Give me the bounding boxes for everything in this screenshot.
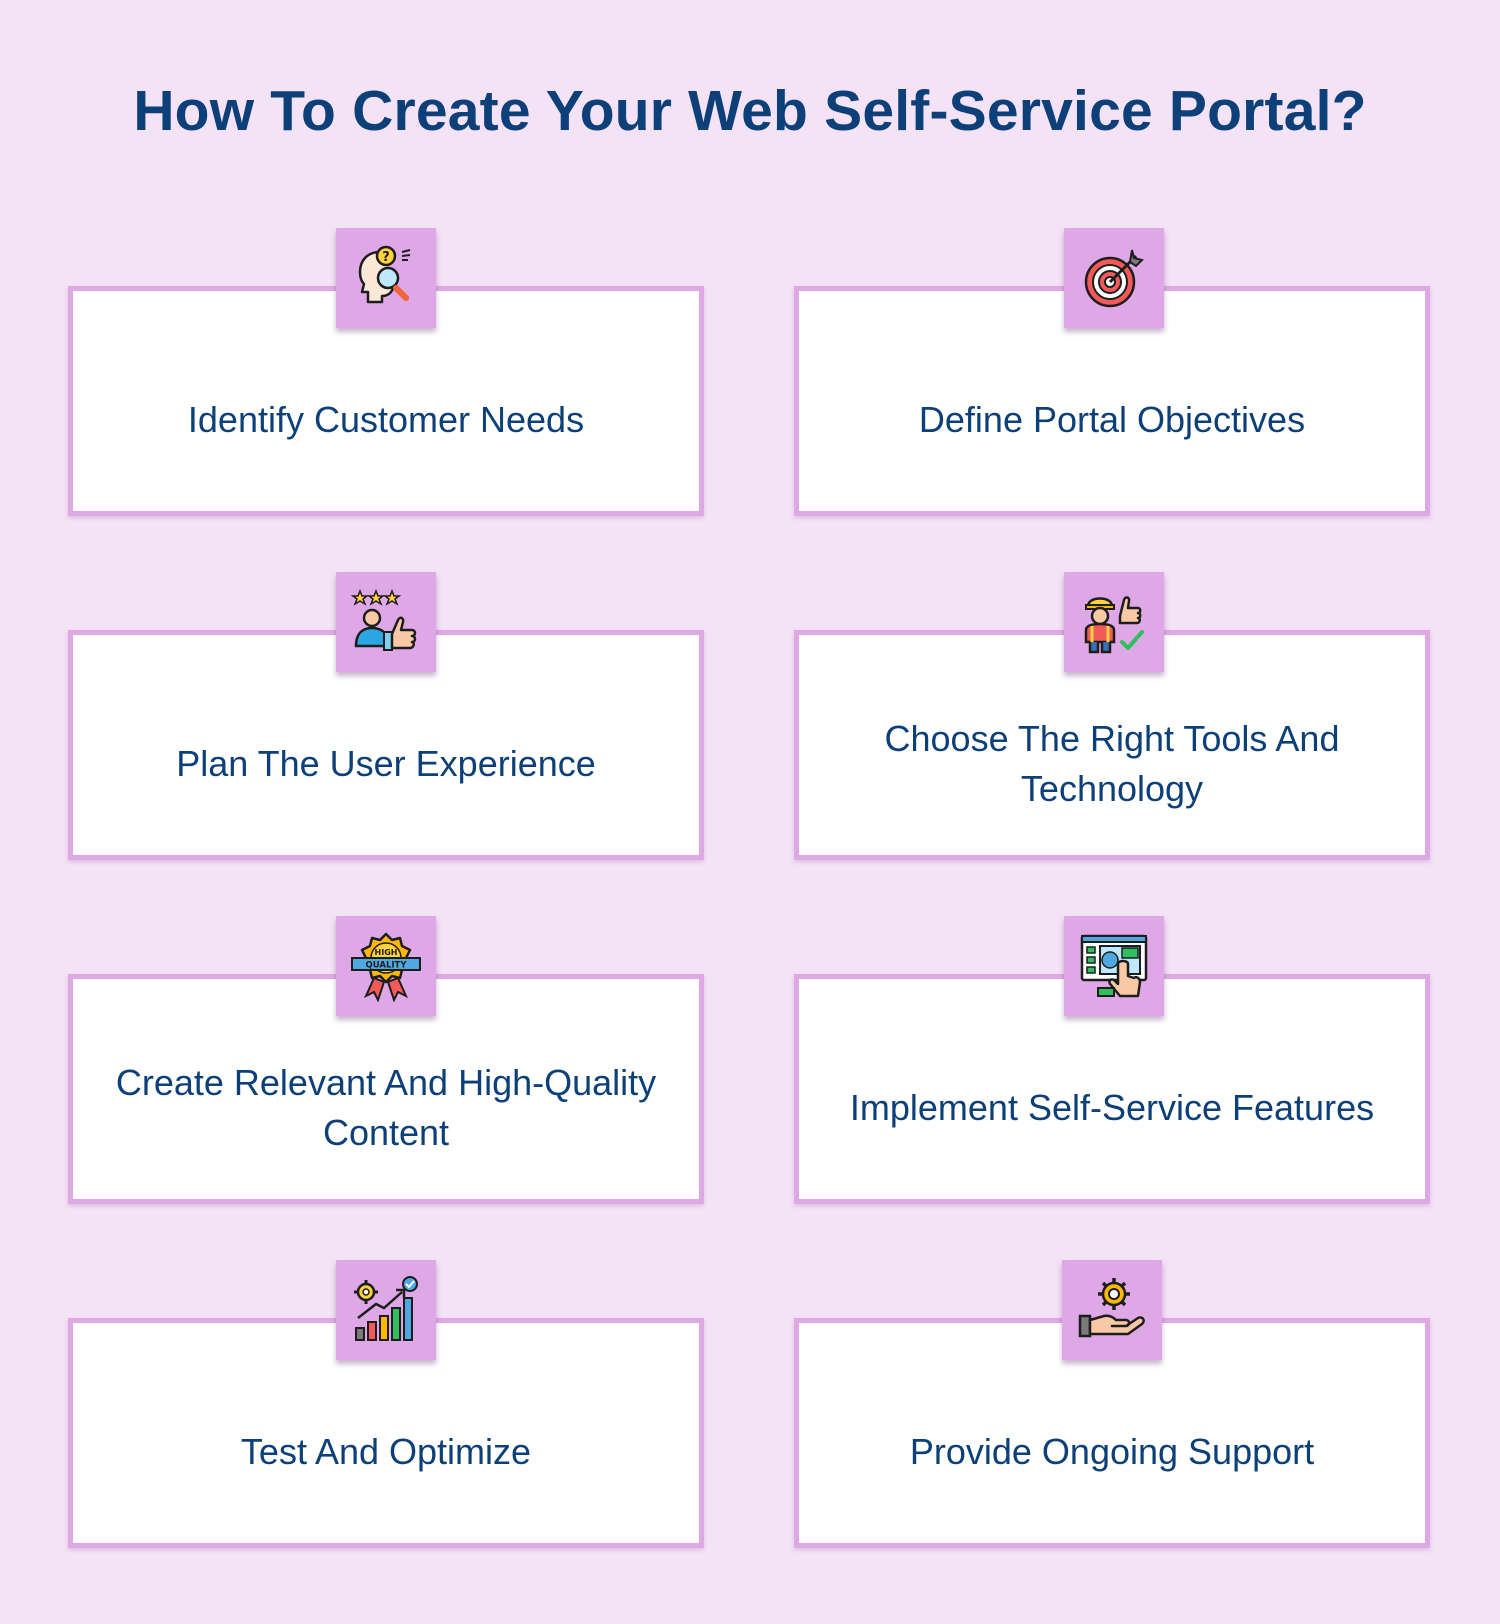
- high-quality-badge-icon: HIGH QUALITY: [351, 932, 421, 1002]
- hand-gear-support-icon: [1078, 1278, 1145, 1338]
- page-title: How To Create Your Web Self-Service Port…: [133, 79, 1367, 143]
- user-thumbs-up-rating-icon: [350, 588, 417, 651]
- step-label: Provide Ongoing Support: [909, 1431, 1315, 1472]
- step-icon-box: ?: [336, 228, 436, 328]
- target-arrow-icon: [1084, 249, 1144, 308]
- step-icon-box: HIGH QUALITY: [336, 916, 436, 1016]
- growth-chart-gear-icon: [354, 1276, 418, 1341]
- engineer-thumbs-up-icon: [1084, 596, 1144, 654]
- step-icon-box: [1064, 916, 1164, 1016]
- badge-text-top: HIGH: [375, 948, 398, 957]
- step-label: Define Portal Objectives: [918, 399, 1306, 440]
- step-icon-box: [336, 572, 436, 672]
- step-icon-box: [1064, 572, 1164, 672]
- step-label: Implement Self-Service Features: [849, 1087, 1375, 1128]
- step-label: Identify Customer Needs: [187, 399, 585, 440]
- step-icon-box: [336, 1260, 436, 1360]
- step-icon-box: [1062, 1260, 1162, 1360]
- touch-screen-dashboard-icon: [1080, 934, 1148, 998]
- svg-text:?: ?: [382, 250, 390, 265]
- step-label: Test And Optimize: [240, 1431, 532, 1472]
- badge-text-bottom: QUALITY: [366, 961, 408, 971]
- step-label: Choose The Right Tools And Technology: [884, 718, 1340, 809]
- step-icon-box: [1064, 228, 1164, 328]
- step-label: Plan The User Experience: [176, 743, 596, 784]
- step-label: Create Relevant And High-Quality Content: [115, 1062, 657, 1153]
- customer-needs-magnifier-icon: ?: [358, 245, 411, 304]
